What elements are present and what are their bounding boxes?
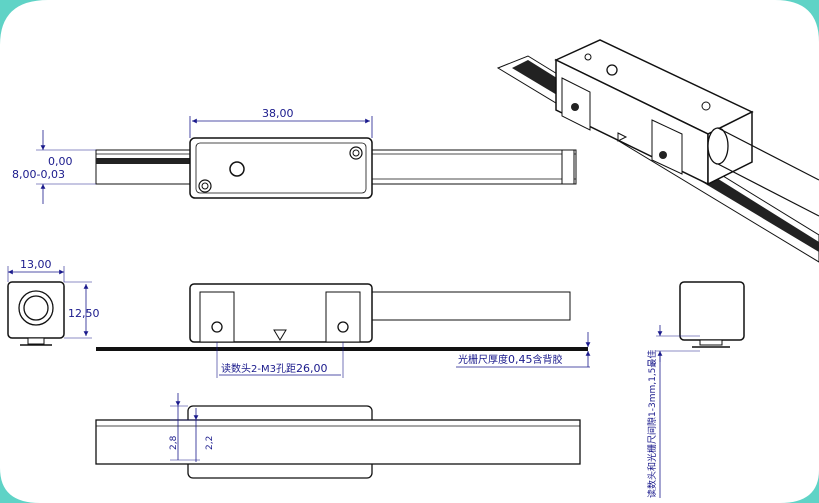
top-tol-upper: 0,00 xyxy=(48,155,73,168)
top-tol-lower: 8,00-0,03 xyxy=(12,168,65,181)
hole-spacing-text: 读数头2-M3孔距 xyxy=(221,362,296,375)
corner-accent-bottom-left xyxy=(0,468,40,503)
front-view xyxy=(96,283,591,378)
scale-thickness-label: 光栅尺厚度0,45含背胶 xyxy=(458,353,563,366)
end-width-dim: 13,00 xyxy=(20,258,52,271)
corner-accent-top-left xyxy=(0,0,48,45)
corner-accent-top-right xyxy=(775,0,819,42)
scale-thickness-value: 0,45 xyxy=(508,353,533,366)
bottom-dim-b: 2,2 xyxy=(205,436,215,450)
gap-note: 读数头和光栅尺间隙1-3mm,1,5最佳 xyxy=(646,350,658,498)
right-view xyxy=(656,281,745,498)
bottom-view xyxy=(95,393,581,479)
scale-thickness-text: 光栅尺厚度 xyxy=(458,353,508,366)
scale-thickness-suffix: 含背胶 xyxy=(533,353,563,366)
isometric-view xyxy=(496,39,819,263)
corner-accent-bottom-right xyxy=(780,470,819,503)
hole-spacing-value: 26,00 xyxy=(296,362,328,375)
top-view xyxy=(36,116,577,204)
bottom-dim-a: 2,8 xyxy=(169,435,179,450)
end-height-dim: 12,50 xyxy=(68,307,100,320)
top-width-dim: 38,00 xyxy=(262,107,294,120)
hole-spacing-label: 读数头2-M3孔距26,00 xyxy=(221,362,327,375)
end-view xyxy=(7,266,92,346)
